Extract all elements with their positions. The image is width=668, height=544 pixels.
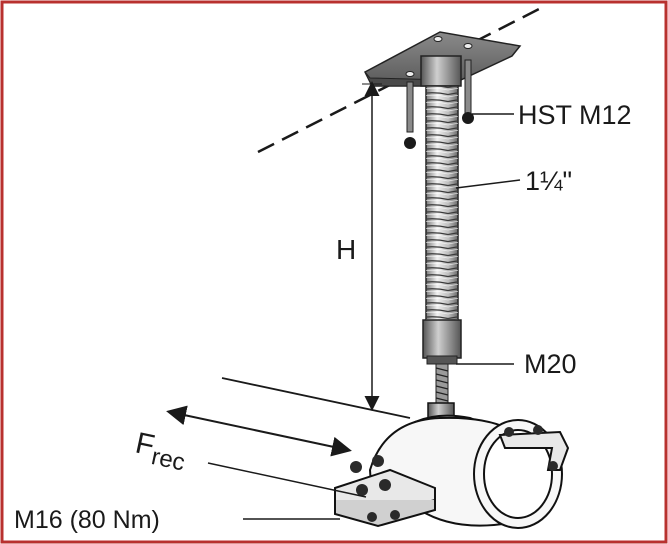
force-arrow: [166, 405, 352, 457]
lower-coupling: [422, 319, 462, 359]
label-clamp-bolt: M16 (80 Nm): [14, 506, 160, 534]
label-force: Frec: [131, 427, 190, 477]
leader-pipe-size: [455, 179, 521, 189]
label-rod: M20: [524, 349, 577, 379]
clamp-bolts: [350, 425, 558, 522]
corrugated-tube: [425, 85, 459, 323]
label-height: H: [336, 234, 356, 265]
top-coupling: [420, 55, 462, 87]
threaded-rod: [435, 363, 449, 405]
pipe-clamp: [334, 414, 570, 529]
anchor-bolt-right: [462, 59, 474, 124]
anchor-bolt-left: [404, 81, 416, 149]
label-pipe-size: 1¼": [525, 166, 572, 196]
label-anchor: HST M12: [518, 100, 632, 130]
leader-force: [207, 462, 367, 498]
label-force-sub: rec: [149, 443, 187, 476]
pipe-axis-line: [221, 377, 411, 419]
lower-coupling-ring: [426, 355, 458, 365]
